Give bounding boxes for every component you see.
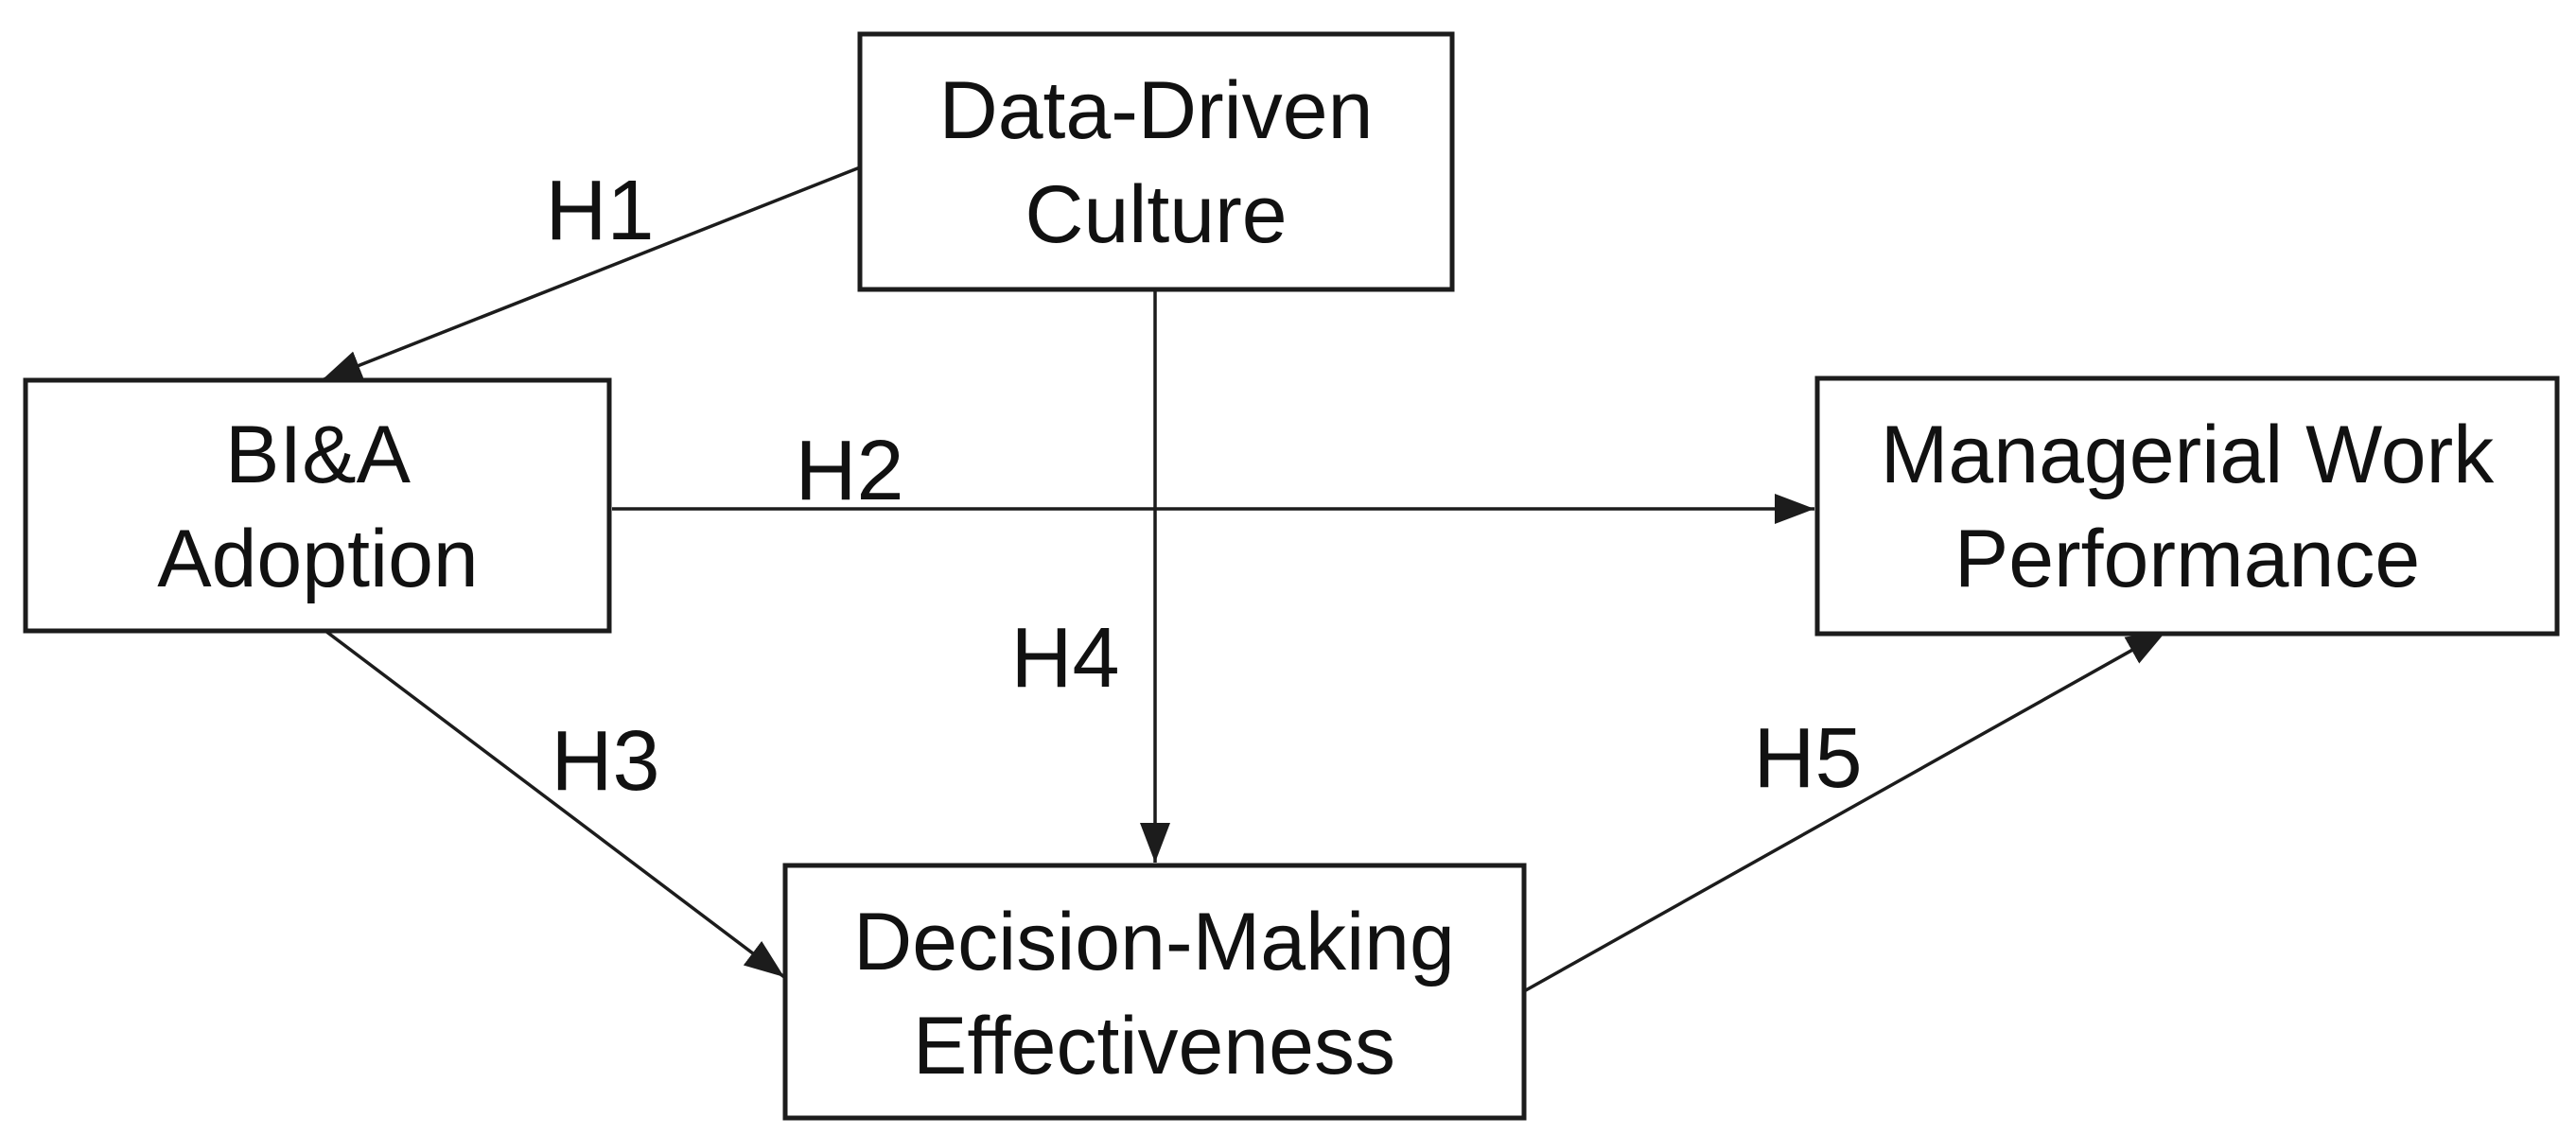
data-driven-culture-box — [857, 31, 1455, 292]
decision-making-effectiveness-label-line2: Effectiveness — [913, 1001, 1395, 1091]
edge-h1-arrow: H1 — [321, 164, 861, 382]
h5-arrow-line — [1523, 629, 2167, 993]
h5-label: H5 — [1753, 711, 1862, 806]
data-driven-culture-label-line2: Culture — [1025, 169, 1287, 260]
h2-label: H2 — [795, 424, 903, 518]
h3-label: H3 — [551, 714, 659, 809]
managerial-work-performance-label-line2: Performance — [1954, 514, 2420, 604]
h1-label: H1 — [545, 164, 654, 258]
edge-h3-arrow: H3 — [324, 629, 786, 979]
edge-h5-arrow: H5 — [1523, 629, 2167, 993]
node-managerial-work-performance: Managerial Work Performance — [1814, 375, 2560, 637]
bia-adoption-box — [23, 377, 612, 634]
bia-adoption-label-line2: Adoption — [157, 514, 479, 604]
managerial-work-performance-box — [1814, 375, 2560, 637]
decision-making-effectiveness-box — [782, 863, 1527, 1121]
data-driven-culture-label-line1: Data-Driven — [939, 65, 1374, 156]
h1-arrow-line — [321, 166, 861, 382]
h4-label: H4 — [1010, 611, 1119, 706]
edge-h4-arrow: H4 — [1010, 289, 1170, 863]
h3-arrow-line — [324, 629, 786, 979]
node-decision-making-effectiveness: Decision-Making Effectiveness — [782, 863, 1527, 1121]
node-bia-adoption: BI&A Adoption — [23, 377, 612, 634]
edge-h2-arrow: H2 — [612, 424, 1814, 524]
bia-adoption-label-line1: BI&A — [225, 410, 412, 500]
managerial-work-performance-label-line1: Managerial Work — [1881, 410, 2495, 500]
node-data-driven-culture: Data-Driven Culture — [857, 31, 1455, 292]
decision-making-effectiveness-label-line1: Decision-Making — [853, 897, 1455, 987]
